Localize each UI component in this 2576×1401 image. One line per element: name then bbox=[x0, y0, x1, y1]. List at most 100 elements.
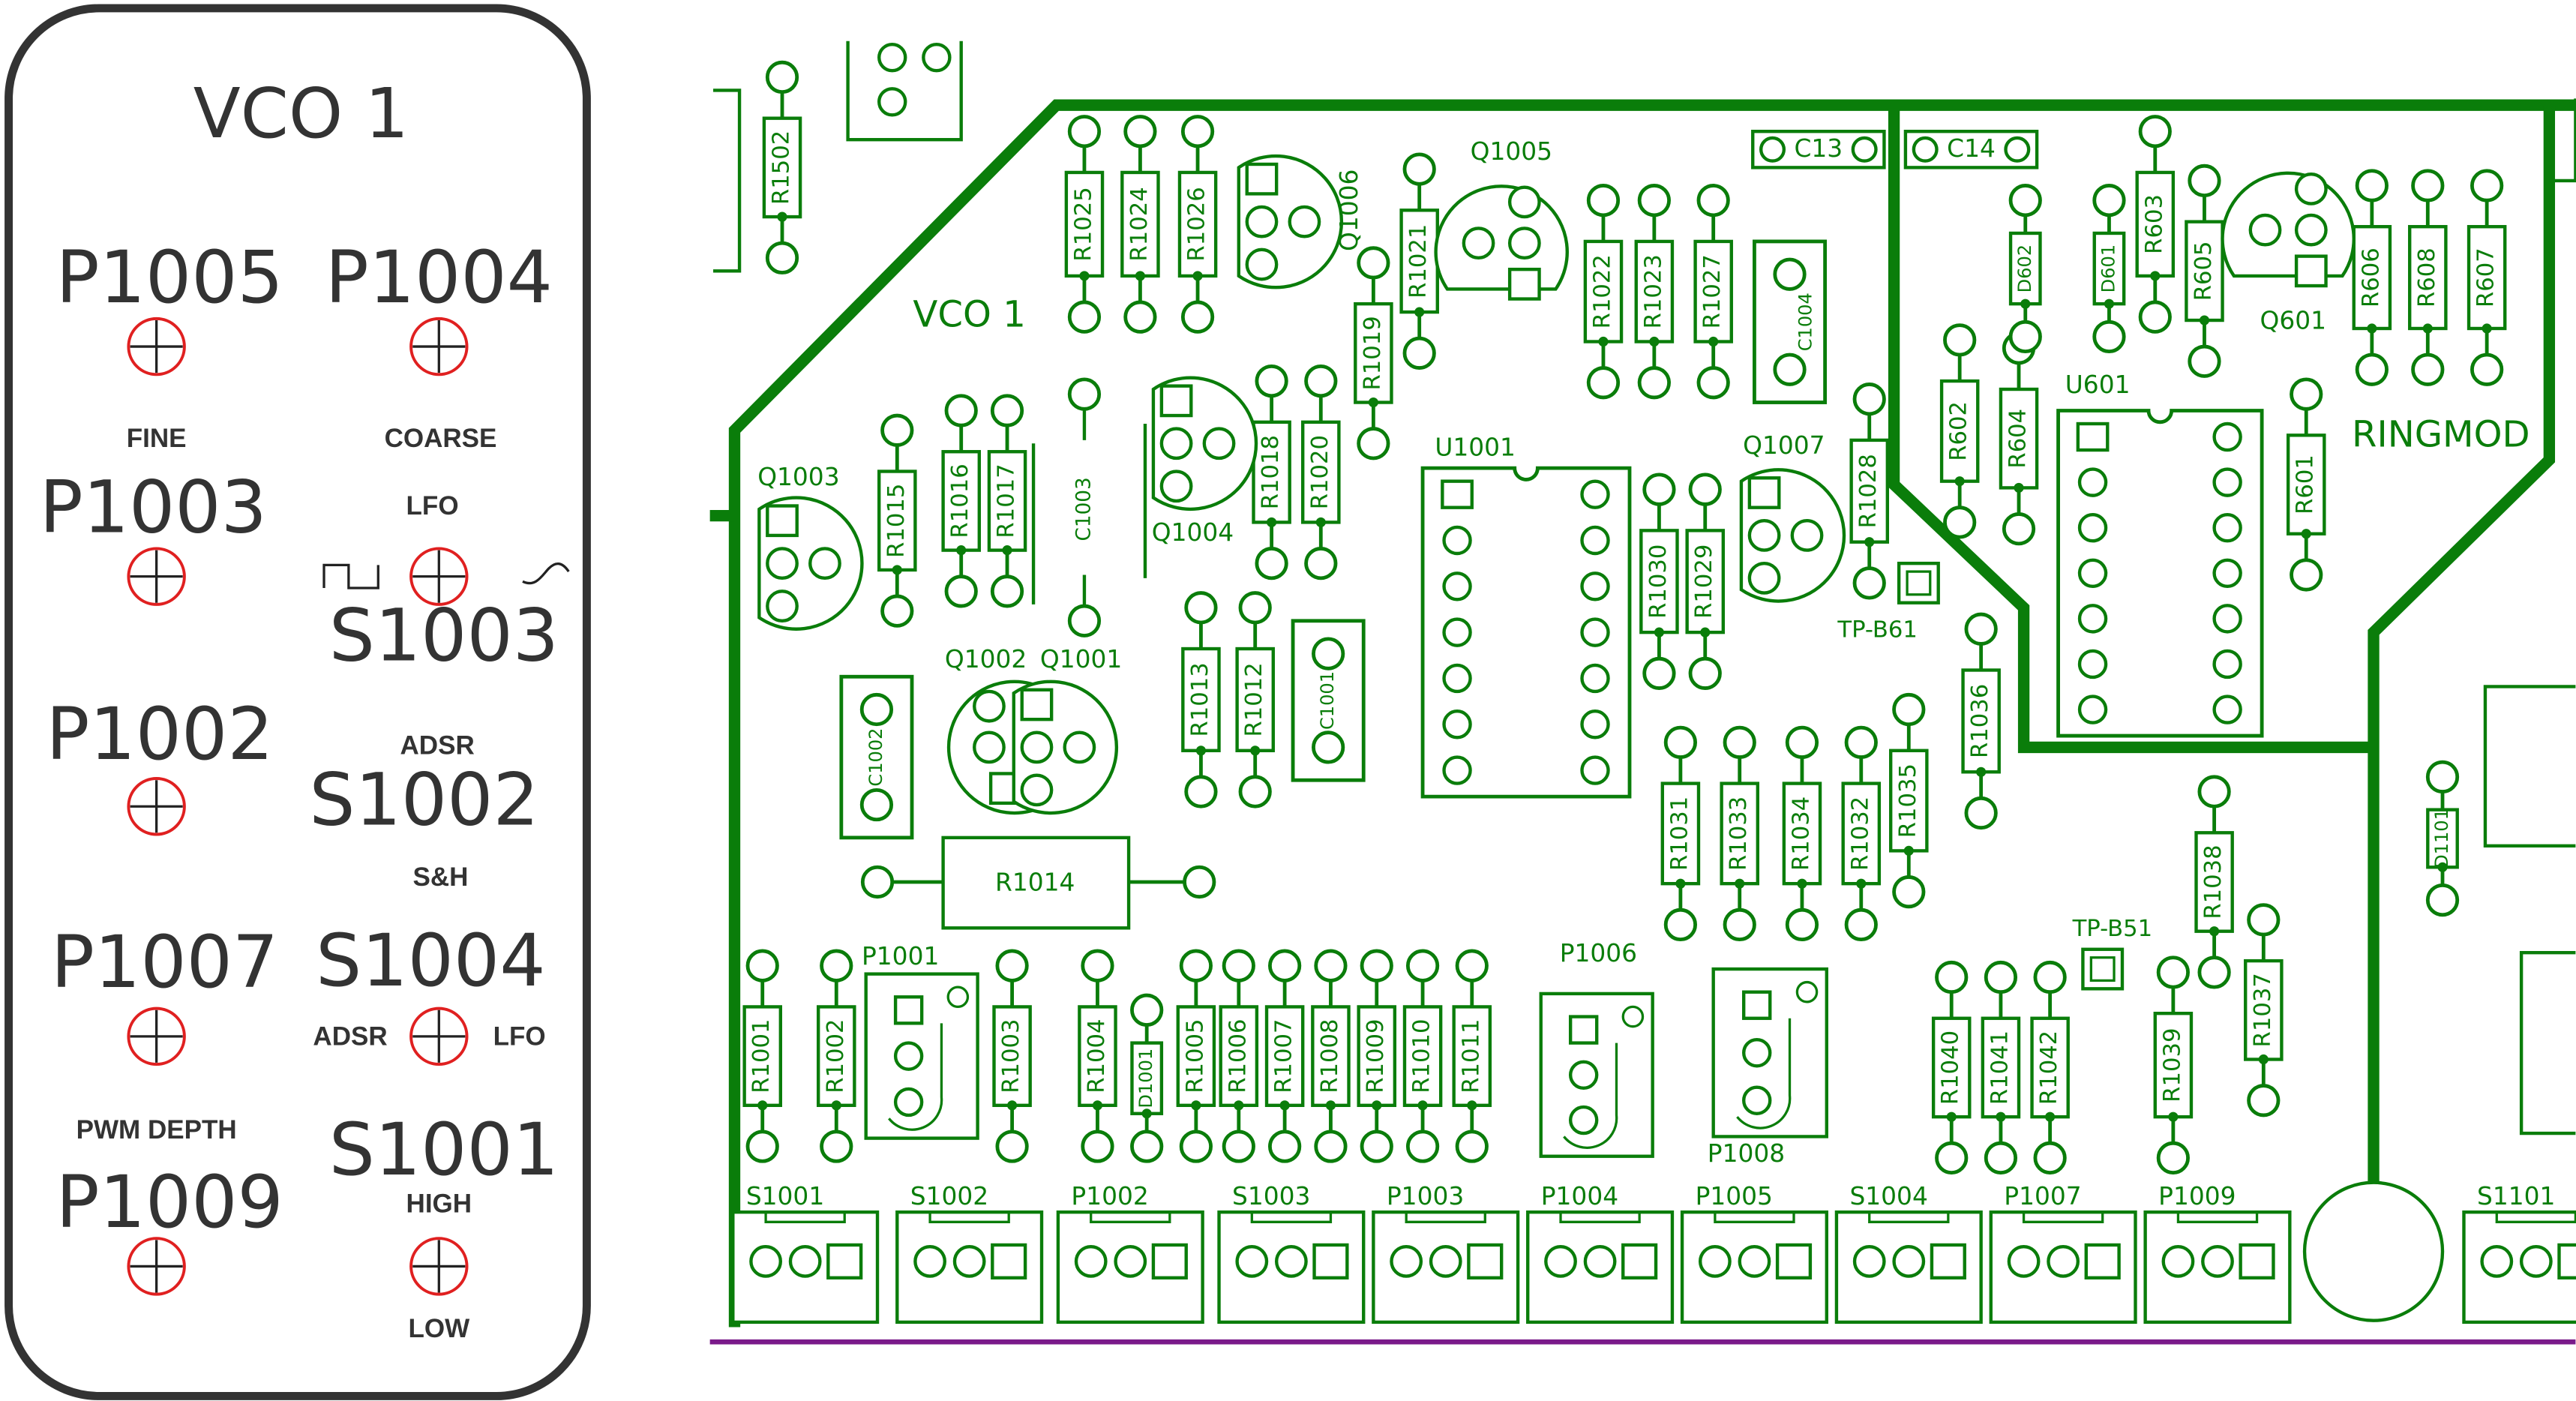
knob-position-marker[interactable] bbox=[127, 1237, 186, 1296]
resistor-r606: R606 bbox=[2352, 169, 2392, 386]
crosshair-icon bbox=[130, 1010, 183, 1063]
pad bbox=[1892, 692, 1926, 727]
knob-ring bbox=[127, 1006, 186, 1066]
pad bbox=[1357, 427, 1390, 460]
component-body bbox=[2056, 409, 2264, 738]
component-label: R1038 bbox=[2200, 844, 2227, 919]
pad bbox=[2355, 169, 2389, 202]
key-notch bbox=[1405, 1212, 1486, 1223]
component-body bbox=[1999, 387, 2039, 490]
ringmod-label: RINGMOD bbox=[2352, 414, 2530, 456]
pad bbox=[820, 949, 853, 982]
pad bbox=[1759, 136, 1786, 163]
pad bbox=[1114, 1244, 1147, 1278]
component-label: R1026 bbox=[1184, 187, 1210, 261]
component-label: R1021 bbox=[1405, 224, 1432, 298]
pad-inner bbox=[1906, 570, 1932, 596]
knob-position-marker[interactable] bbox=[409, 1237, 469, 1296]
component-label: R1013 bbox=[1187, 662, 1213, 736]
knob-position-marker[interactable] bbox=[409, 316, 469, 376]
component-body bbox=[1176, 1005, 1216, 1108]
junction-dot bbox=[1735, 878, 1745, 889]
resistor-r1036: R1036 bbox=[1961, 612, 2001, 830]
resistor-r1013: R1013 bbox=[1181, 591, 1221, 808]
square-pad bbox=[1151, 1243, 1188, 1280]
pad bbox=[2355, 352, 2389, 386]
knob-position-marker[interactable] bbox=[409, 547, 469, 606]
component-body bbox=[1634, 239, 1675, 344]
knob-position-marker[interactable] bbox=[409, 1006, 469, 1066]
pad bbox=[1568, 1105, 1599, 1136]
capacitor-c1004: C1004 bbox=[1753, 239, 1828, 404]
component-body bbox=[1889, 748, 1929, 853]
ic-u1001: U1001 bbox=[1420, 433, 1632, 799]
knob-position-marker[interactable] bbox=[127, 547, 186, 606]
control-ref-p1003: P1003 bbox=[40, 466, 267, 550]
component-label: R1006 bbox=[1225, 1018, 1251, 1093]
pad bbox=[2156, 956, 2190, 989]
junction-dot bbox=[1372, 1100, 1382, 1111]
component-label: R1007 bbox=[1271, 1018, 1297, 1093]
pad bbox=[745, 949, 779, 982]
junction-dot bbox=[2014, 482, 2024, 493]
key-notch bbox=[764, 1212, 846, 1223]
pad bbox=[1892, 1244, 1926, 1278]
component-body bbox=[1219, 1005, 1259, 1108]
control-label: S&H bbox=[413, 862, 469, 892]
pad bbox=[2047, 1244, 2080, 1278]
component-label: S1004 bbox=[1849, 1182, 1927, 1210]
pad bbox=[2188, 164, 2221, 198]
connector-p1005: P1005 bbox=[1680, 1182, 1828, 1324]
pad bbox=[2411, 352, 2445, 386]
component-label: R605 bbox=[2191, 241, 2217, 301]
knob-position-marker[interactable] bbox=[127, 316, 186, 376]
junction-dot bbox=[1325, 1100, 1336, 1111]
resistor-r1033: R1033 bbox=[1720, 725, 1760, 942]
resistor-r1009: R1009 bbox=[1357, 949, 1397, 1163]
pad bbox=[2138, 300, 2172, 334]
pad bbox=[1892, 875, 1926, 909]
square-pad bbox=[1020, 688, 1054, 722]
pad bbox=[1081, 949, 1114, 982]
component-label: Q1001 bbox=[1040, 645, 1122, 674]
component-label: R1001 bbox=[748, 1018, 775, 1093]
junction-dot bbox=[2020, 298, 2031, 309]
control-label: ADSR bbox=[313, 1022, 387, 1051]
pad bbox=[1235, 1244, 1269, 1278]
component-label: TP-B51 bbox=[2072, 916, 2153, 942]
key-notch bbox=[2176, 1212, 2259, 1223]
lead bbox=[1031, 409, 1147, 607]
knob-position-marker[interactable] bbox=[127, 1006, 186, 1066]
square-pad bbox=[1621, 1243, 1658, 1280]
component-label: R606 bbox=[2358, 248, 2384, 308]
square-pad bbox=[2084, 1243, 2121, 1280]
pad bbox=[877, 42, 907, 73]
resistor-r1042: R1042 bbox=[2030, 960, 2070, 1175]
component-label: S1001 bbox=[746, 1182, 824, 1210]
transistor-q1001: Q1001 bbox=[1012, 645, 1122, 815]
component-label: R1017 bbox=[994, 464, 1020, 538]
pad bbox=[1130, 1130, 1164, 1163]
pad bbox=[1696, 184, 1730, 218]
component-body bbox=[895, 1210, 1044, 1324]
junction-dot bbox=[1234, 1100, 1244, 1111]
pad bbox=[1943, 323, 1977, 357]
adjust-screw-icon bbox=[1795, 980, 1819, 1004]
pad bbox=[1067, 377, 1102, 411]
knob-position-marker[interactable] bbox=[127, 777, 186, 836]
pad bbox=[2290, 377, 2323, 411]
pad bbox=[1020, 773, 1054, 807]
control-label: PWM DEPTH bbox=[76, 1115, 237, 1144]
component-label: R1009 bbox=[1363, 1018, 1389, 1093]
component-body bbox=[816, 1005, 856, 1108]
pad bbox=[1222, 949, 1255, 982]
component-label: R1030 bbox=[1645, 544, 1672, 619]
junction-dot bbox=[1417, 1100, 1428, 1111]
capacitor-c1003: C1003 bbox=[1031, 377, 1147, 638]
resistor-r1021: R1021 bbox=[1399, 152, 1439, 370]
pad bbox=[1935, 1141, 1969, 1175]
square-pad bbox=[1775, 1243, 1813, 1280]
pad bbox=[1747, 519, 1781, 552]
pad bbox=[1580, 710, 1610, 740]
component-body bbox=[2194, 831, 2234, 933]
